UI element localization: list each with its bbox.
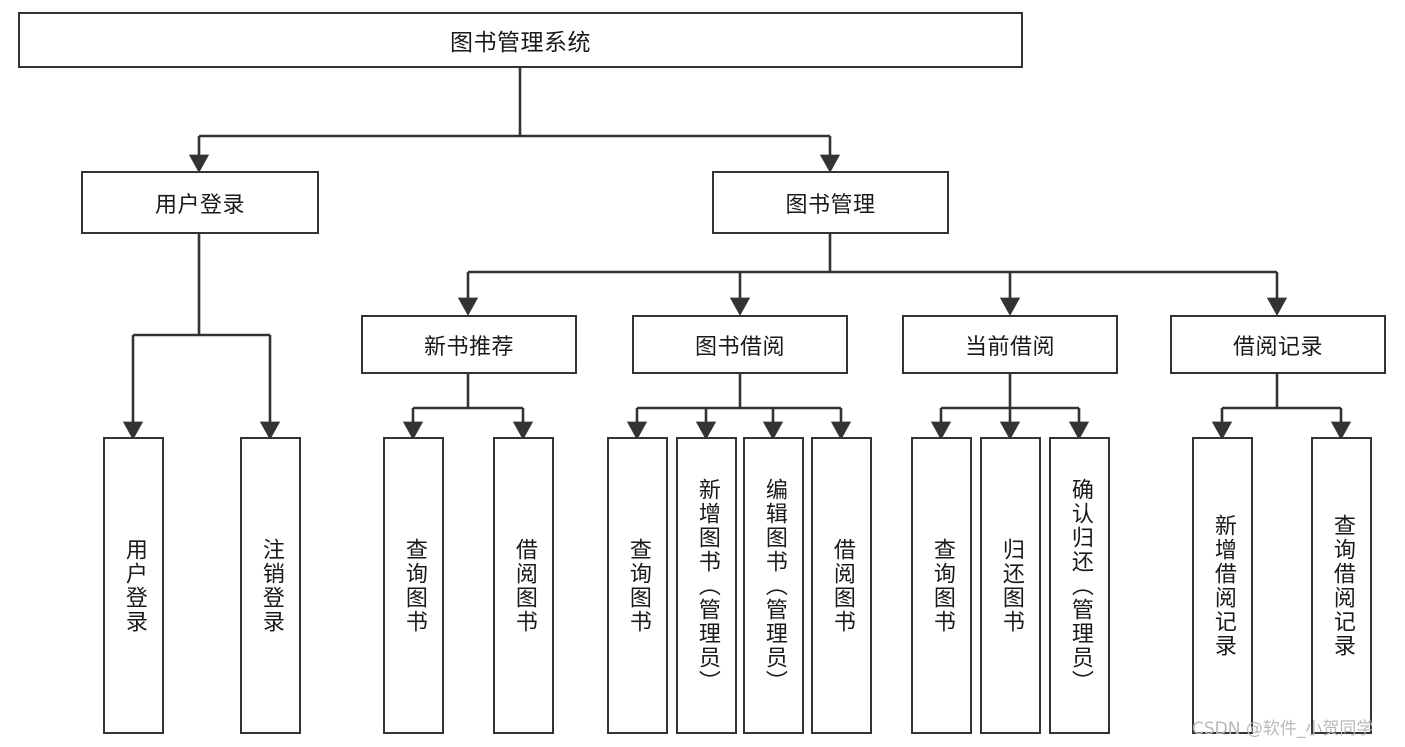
- node-borrow-records[interactable]: 借阅记录: [1170, 315, 1386, 374]
- node-leaf-records-add-record[interactable]: 新增借阅记录: [1192, 437, 1253, 734]
- node-user-login-label: 用户登录: [154, 192, 245, 218]
- node-new-book-recommend[interactable]: 新书推荐: [361, 315, 577, 374]
- node-leaf-label: 编辑图书（管理员）: [761, 478, 787, 694]
- node-leaf-label: 查询图书: [625, 538, 651, 634]
- node-leaf-current-return-book[interactable]: 归还图书: [980, 437, 1041, 734]
- node-book-management-label: 图书管理: [785, 192, 876, 218]
- node-root-book-management-system[interactable]: 图书管理系统: [18, 12, 1023, 68]
- node-leaf-label: 新增图书（管理员）: [694, 478, 720, 694]
- node-leaf-borrow-edit-book-admin[interactable]: 编辑图书（管理员）: [743, 437, 804, 734]
- node-leaf-new-book-borrow[interactable]: 借阅图书: [493, 437, 554, 734]
- node-book-borrow[interactable]: 图书借阅: [632, 315, 848, 374]
- node-leaf-label: 注销登录: [258, 538, 284, 634]
- node-leaf-label: 查询图书: [929, 538, 955, 634]
- node-leaf-borrow-borrow-book[interactable]: 借阅图书: [811, 437, 872, 734]
- node-leaf-label: 借阅图书: [829, 538, 855, 634]
- node-book-management[interactable]: 图书管理: [712, 171, 949, 234]
- node-leaf-new-book-query[interactable]: 查询图书: [383, 437, 444, 734]
- node-book-borrow-label: 图书借阅: [694, 334, 785, 360]
- node-leaf-records-query-record[interactable]: 查询借阅记录: [1311, 437, 1372, 734]
- csdn-watermark: CSDN @软件_小贺同学: [1192, 719, 1374, 739]
- node-leaf-current-confirm-return-admin[interactable]: 确认归还（管理员）: [1049, 437, 1110, 734]
- node-current-borrow[interactable]: 当前借阅: [902, 315, 1118, 374]
- node-user-login[interactable]: 用户登录: [81, 171, 319, 234]
- node-new-book-recommend-label: 新书推荐: [423, 334, 514, 360]
- node-leaf-current-query-book[interactable]: 查询图书: [911, 437, 972, 734]
- node-leaf-label: 新增借阅记录: [1210, 514, 1236, 658]
- node-leaf-user-login-login[interactable]: 用户登录: [103, 437, 164, 734]
- node-leaf-label: 查询图书: [401, 538, 427, 634]
- node-leaf-user-login-logout[interactable]: 注销登录: [240, 437, 301, 734]
- node-leaf-label: 借阅图书: [511, 538, 537, 634]
- node-borrow-records-label: 借阅记录: [1232, 334, 1323, 360]
- node-leaf-borrow-query-book[interactable]: 查询图书: [607, 437, 668, 734]
- node-leaf-label: 查询借阅记录: [1329, 514, 1355, 658]
- node-leaf-label: 归还图书: [998, 538, 1024, 634]
- node-leaf-label: 确认归还（管理员）: [1067, 478, 1093, 694]
- node-root-label: 图书管理系统: [450, 30, 591, 56]
- node-leaf-borrow-add-book-admin[interactable]: 新增图书（管理员）: [676, 437, 737, 734]
- node-current-borrow-label: 当前借阅: [964, 334, 1055, 360]
- node-leaf-label: 用户登录: [121, 538, 147, 634]
